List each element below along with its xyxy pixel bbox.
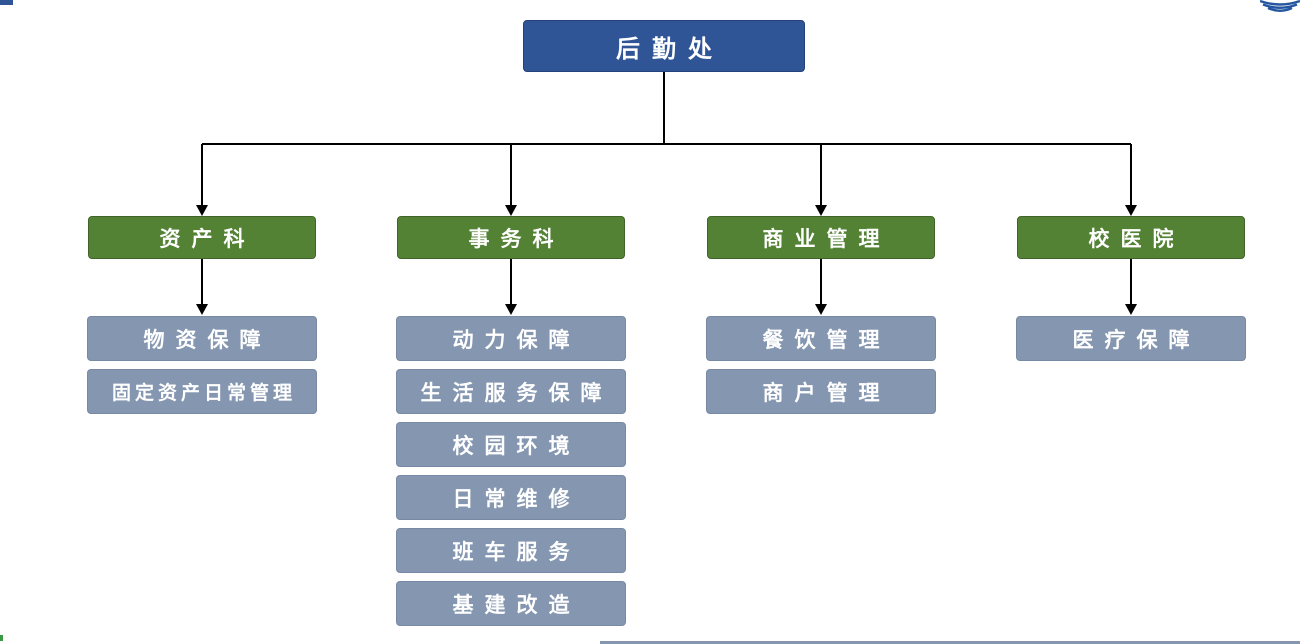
- slide-corner-mark-bottom-left: [0, 635, 3, 641]
- logo-arc-fragment-icon: [1260, 0, 1300, 12]
- org-node-asset-section: 资产科: [88, 216, 316, 259]
- org-node-label: 物资保障: [143, 327, 272, 352]
- org-node-power-support: 动力保障: [396, 316, 626, 361]
- org-node-shuttle-bus-service: 班车服务: [396, 528, 626, 573]
- org-node-infrastructure-renovation: 基建改造: [396, 581, 626, 626]
- org-node-label: 餐饮管理: [762, 327, 891, 352]
- org-node-label: 校医院: [1088, 226, 1185, 251]
- org-node-living-services-support: 生活服务保障: [396, 369, 626, 414]
- org-node-label: 事务科: [468, 226, 565, 251]
- org-node-business-management: 商业管理: [707, 216, 935, 259]
- org-node-label: 动力保障: [452, 327, 581, 352]
- org-node-material-support: 物资保障: [87, 316, 317, 361]
- org-node-campus-environment: 校园环境: [396, 422, 626, 467]
- org-node-daily-maintenance: 日常维修: [396, 475, 626, 520]
- org-node-label: 生活服务保障: [420, 380, 613, 405]
- org-node-label: 后勤处: [616, 34, 724, 63]
- org-node-affairs-section: 事务科: [397, 216, 625, 259]
- org-node-label: 日常维修: [452, 486, 581, 511]
- org-node-label: 商户管理: [762, 380, 891, 405]
- org-node-label: 基建改造: [452, 592, 581, 617]
- org-node-school-hospital: 校医院: [1017, 216, 1245, 259]
- org-node-catering-management: 餐饮管理: [706, 316, 936, 361]
- org-node-fixed-asset-daily-management: 固定资产日常管理: [87, 369, 317, 414]
- org-node-medical-support: 医疗保障: [1016, 316, 1246, 361]
- org-node-label: 校园环境: [452, 433, 581, 458]
- org-node-label: 商业管理: [762, 226, 891, 251]
- org-node-logistics-office: 后勤处: [523, 20, 805, 72]
- bottom-rule-line: [600, 641, 1300, 644]
- slide-corner-mark-top-left: [0, 0, 13, 5]
- org-node-label: 班车服务: [452, 539, 581, 564]
- org-node-merchant-management: 商户管理: [706, 369, 936, 414]
- org-node-label: 资产科: [159, 226, 256, 251]
- org-node-label: 固定资产日常管理: [111, 382, 296, 404]
- org-node-label: 医疗保障: [1072, 327, 1201, 352]
